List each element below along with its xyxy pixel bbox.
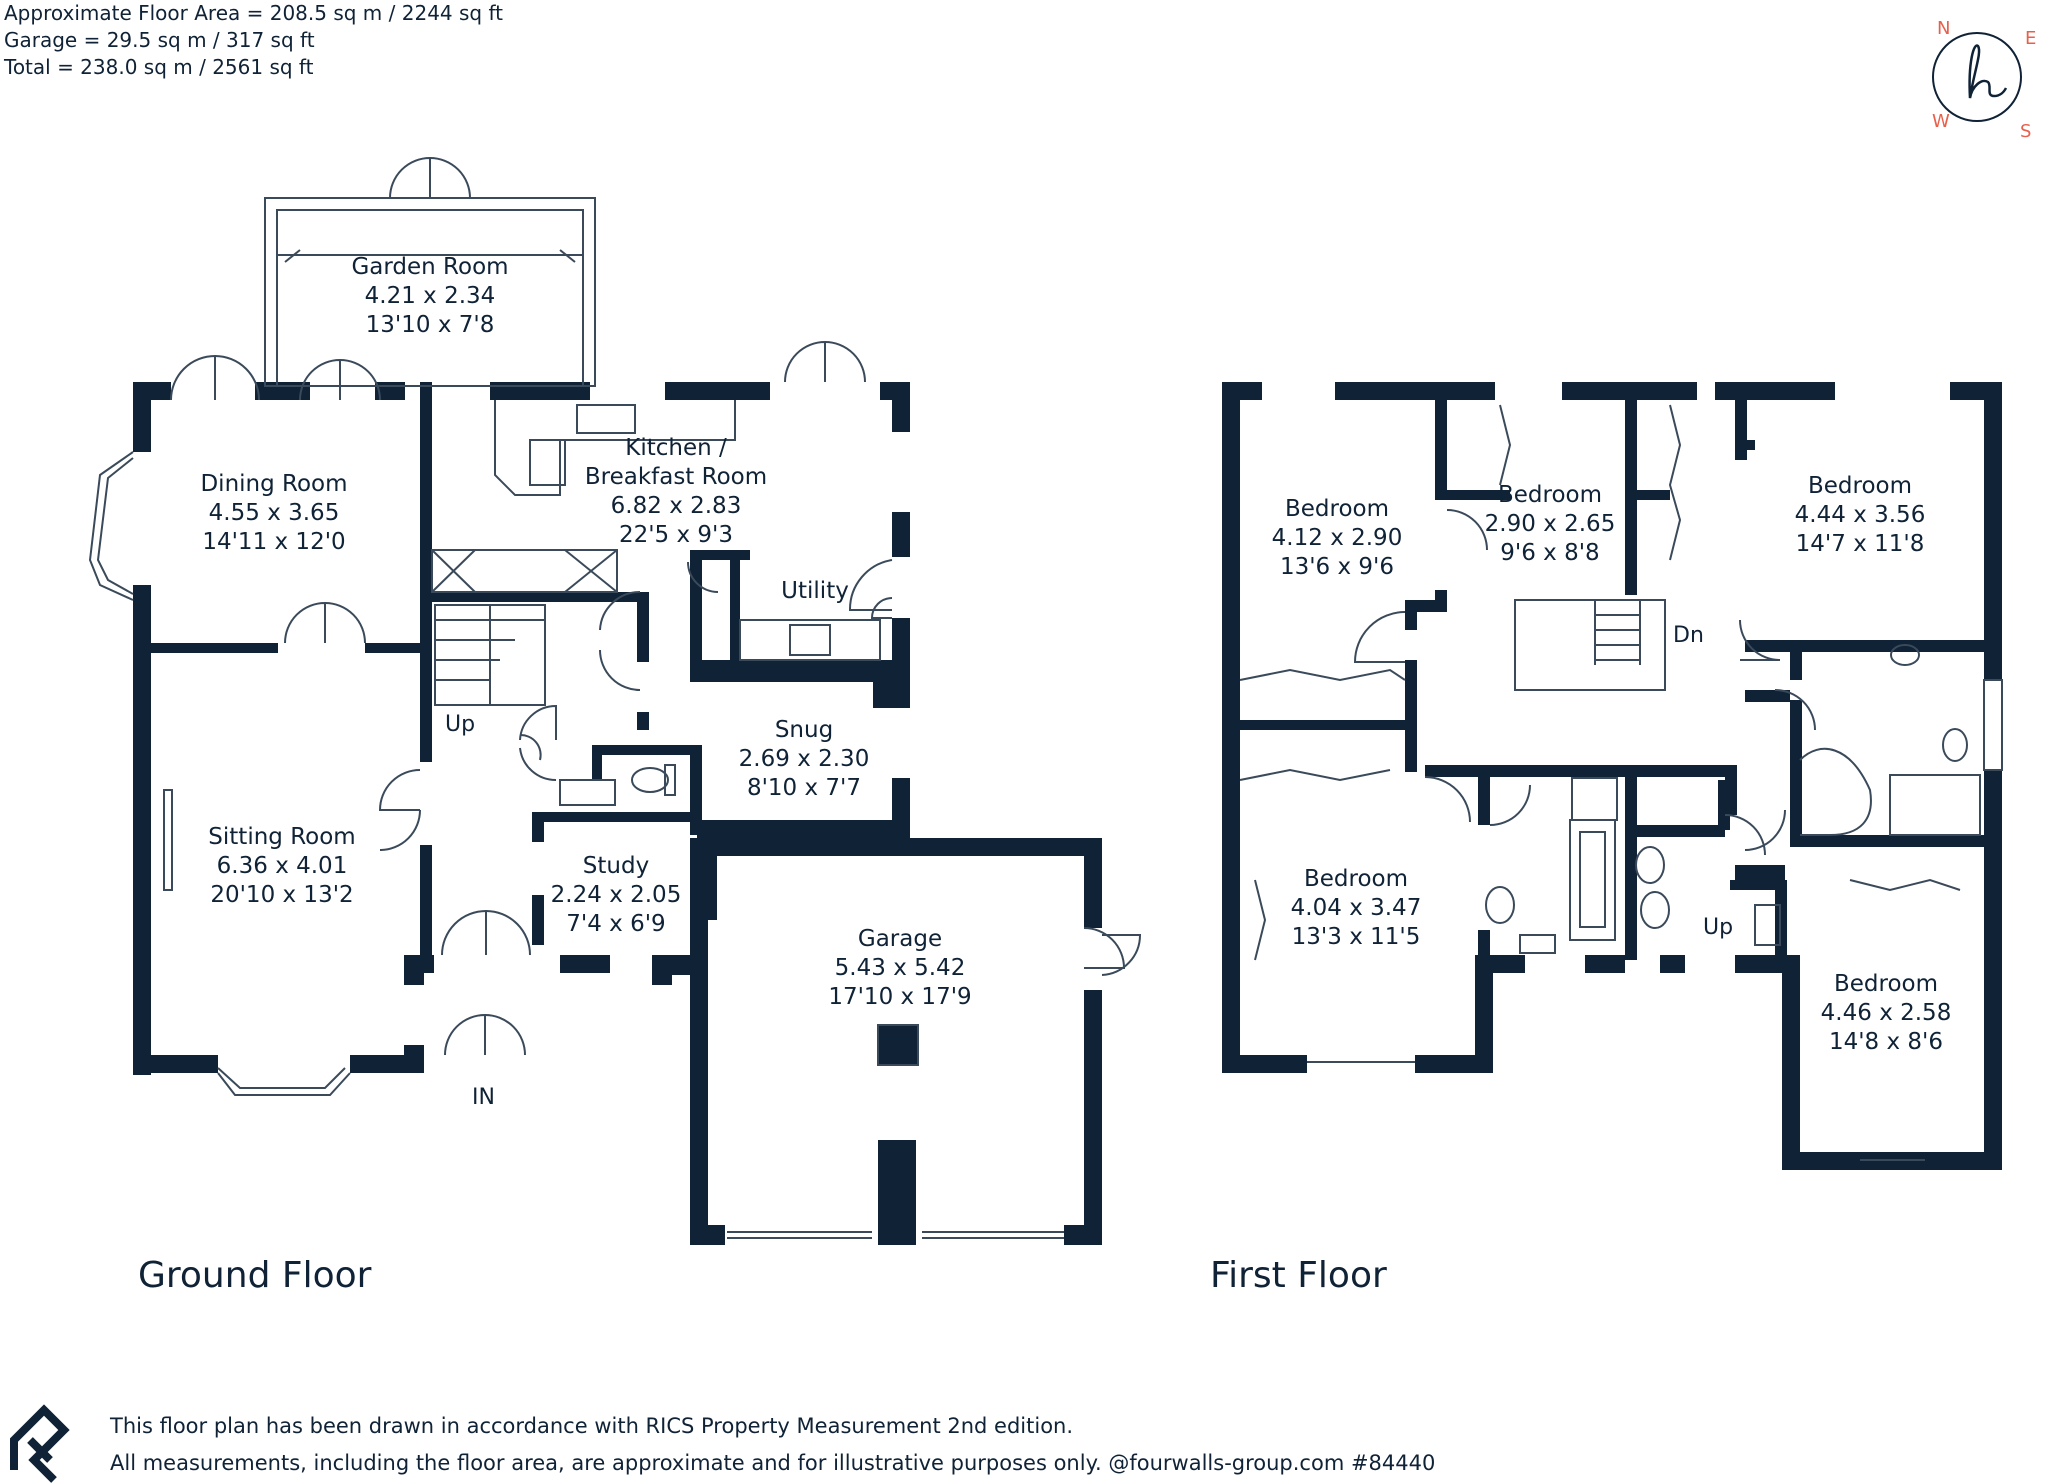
garden-room-label: Garden Room 4.21 x 2.34 13'10 x 7'8 [351,253,508,340]
kitchen-label: Kitchen / Breakfast Room 6.82 x 2.83 22'… [581,434,771,550]
bedroom-3-label: Bedroom 4.44 x 3.56 14'7 x 11'8 [1795,472,1926,559]
ground-floor-title: Ground Floor [138,1255,372,1296]
room-imperial: 13'6 x 9'6 [1279,554,1395,580]
room-metric: 4.55 x 3.65 [208,500,340,526]
room-imperial: 7'4 x 6'9 [566,911,666,937]
room-metric: 4.04 x 3.47 [1290,895,1422,921]
room-imperial: 13'10 x 7'8 [365,312,495,338]
ground-floor-walls [133,382,1102,1245]
floor-area-line: Approximate Floor Area = 208.5 sq m / 22… [4,1,504,25]
bedroom-1-label: Bedroom 4.12 x 2.90 13'6 x 9'6 [1272,495,1403,582]
room-metric: 2.90 x 2.65 [1484,511,1616,537]
stairs-down-label: Dn [1673,623,1704,648]
compass-n: N [1937,18,1950,39]
entrance-label: IN [472,1085,495,1110]
footer-line-1: This floor plan has been drawn in accord… [110,1414,1074,1438]
room-imperial: 20'10 x 13'2 [210,882,354,908]
footer-line-2: All measurements, including the floor ar… [110,1451,1436,1475]
stairs-up-label-first: Up [1703,915,1734,940]
room-name: Bedroom [1497,482,1603,508]
total-area-line: Total = 238.0 sq m / 2561 sq ft [4,55,314,79]
room-name: Bedroom [1303,866,1409,892]
room-metric: 2.69 x 2.30 [738,746,870,772]
compass-e: E [2025,28,2036,49]
first-floor-lines [1239,404,2003,1161]
compass-s: S [2020,121,2031,142]
bedroom-2-label: Bedroom 2.90 x 2.65 9'6 x 8'8 [1485,481,1616,568]
bedroom-5-label: Bedroom 4.46 x 2.58 14'8 x 8'6 [1821,970,1952,1057]
room-metric: 6.82 x 2.83 [610,493,742,519]
sitting-room-label: Sitting Room 6.36 x 4.01 20'10 x 13'2 [208,823,355,910]
footer-disclaimer: This floor plan has been drawn in accord… [110,1408,1435,1482]
room-name: Snug [774,717,834,743]
ground-floor-lines [88,156,1142,1239]
room-name: Bedroom [1833,971,1939,997]
room-name: Garden Room [351,254,509,280]
room-name: Study [582,853,650,879]
room-name: Sitting Room [208,824,356,850]
floor-area-summary: Approximate Floor Area = 208.5 sq m / 22… [4,0,503,81]
utility-label: Utility [781,577,849,606]
room-imperial: 14'7 x 11'8 [1795,531,1925,557]
compass-logo-icon: N E W S [1932,18,2036,142]
bedroom-4-label: Bedroom 4.04 x 3.47 13'3 x 11'5 [1291,865,1422,952]
first-floor-title: First Floor [1210,1255,1387,1296]
room-metric: 5.43 x 5.42 [834,955,966,981]
room-imperial: 8'10 x 7'7 [746,775,862,801]
study-label: Study 2.24 x 2.05 7'4 x 6'9 [551,852,682,939]
room-metric: 4.12 x 2.90 [1271,525,1403,551]
fourwalls-logo-icon [10,1404,70,1483]
room-metric: 4.44 x 3.56 [1794,502,1926,528]
garage-area-line: Garage = 29.5 sq m / 317 sq ft [4,28,315,52]
room-name: Garage [857,926,943,952]
first-floor-walls [1222,382,2002,1170]
room-imperial: 13'3 x 11'5 [1291,924,1421,950]
room-metric: 4.46 x 2.58 [1820,1000,1952,1026]
room-metric: 2.24 x 2.05 [550,882,682,908]
room-name: Bedroom [1284,496,1390,522]
compass-w: W [1932,111,1950,132]
room-name: Bedroom [1807,473,1913,499]
room-imperial: 14'11 x 12'0 [202,529,346,555]
garage-label: Garage 5.43 x 5.42 17'10 x 17'9 [828,925,971,1012]
room-metric: 4.21 x 2.34 [364,283,496,309]
room-name: Utility [781,578,849,604]
room-name: Kitchen / Breakfast Room [584,435,768,490]
room-imperial: 22'5 x 9'3 [618,522,734,548]
dining-room-label: Dining Room 4.55 x 3.65 14'11 x 12'0 [200,470,347,557]
stairs-up-label: Up [445,712,476,737]
snug-label: Snug 2.69 x 2.30 8'10 x 7'7 [739,716,870,803]
room-name: Dining Room [200,471,348,497]
room-metric: 6.36 x 4.01 [216,853,348,879]
room-imperial: 9'6 x 8'8 [1500,540,1600,566]
room-imperial: 14'8 x 8'6 [1828,1029,1944,1055]
room-imperial: 17'10 x 17'9 [828,984,972,1010]
